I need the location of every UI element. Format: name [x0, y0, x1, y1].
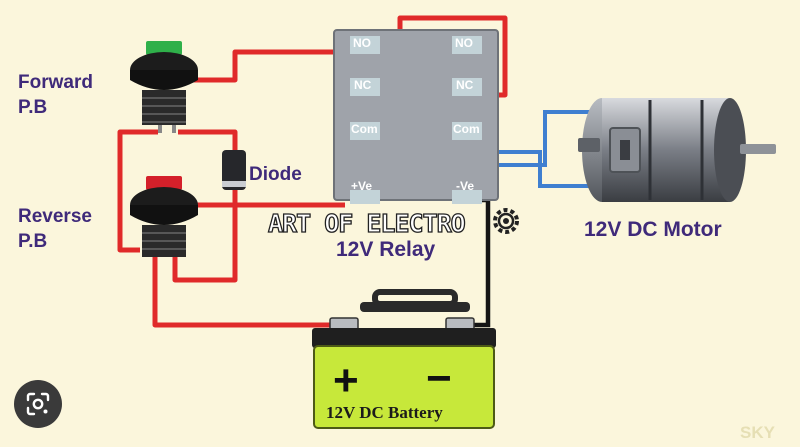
relay-body — [333, 29, 499, 201]
forward-label: Forward P.B — [18, 72, 93, 118]
terminal-label: NC — [456, 78, 474, 92]
diode — [222, 150, 246, 190]
terminal-label: Com — [453, 122, 480, 136]
lens-search-icon — [26, 392, 50, 416]
relay-label: 12V Relay — [336, 238, 436, 261]
terminal-label: +Ve — [351, 179, 372, 193]
forward-label-line1: Forward — [18, 72, 93, 93]
reverse-push-button[interactable] — [130, 176, 198, 257]
forward-push-button[interactable] — [130, 41, 198, 133]
reverse-label-line1: Reverse — [18, 206, 92, 227]
terminal-label: NO — [353, 36, 371, 50]
terminal-label: NC — [354, 78, 372, 92]
battery-plus: + — [333, 356, 359, 405]
motor-label: 12V DC Motor — [584, 218, 722, 241]
battery-label: 12V DC Battery — [326, 403, 443, 422]
lens-search-button[interactable] — [14, 380, 62, 428]
watermark: ART OF ELECTRO — [267, 208, 519, 239]
corner-watermark: SKY — [740, 423, 776, 442]
battery: + − 12V DC Battery — [312, 289, 496, 429]
terminal-label: Com — [351, 122, 378, 136]
battery-minus: − — [426, 354, 452, 403]
relay-right-terminals: NO NC Com -Ve — [452, 36, 482, 204]
terminal-label: -Ve — [456, 179, 474, 193]
reverse-label-line2: P.B — [18, 231, 47, 252]
dc-motor — [578, 98, 776, 202]
relay-left-terminals: NO NC Com +Ve — [350, 36, 380, 204]
watermark-text: ART OF ELECTRO — [268, 209, 465, 238]
relay: NO NC Com +Ve NO NC Com -Ve — [333, 29, 499, 204]
gear-icon — [493, 208, 519, 234]
terminal-label: NO — [455, 36, 473, 50]
reverse-label: Reverse P.B — [18, 206, 92, 252]
diode-label: Diode — [249, 164, 302, 185]
forward-label-line2: P.B — [18, 97, 47, 118]
